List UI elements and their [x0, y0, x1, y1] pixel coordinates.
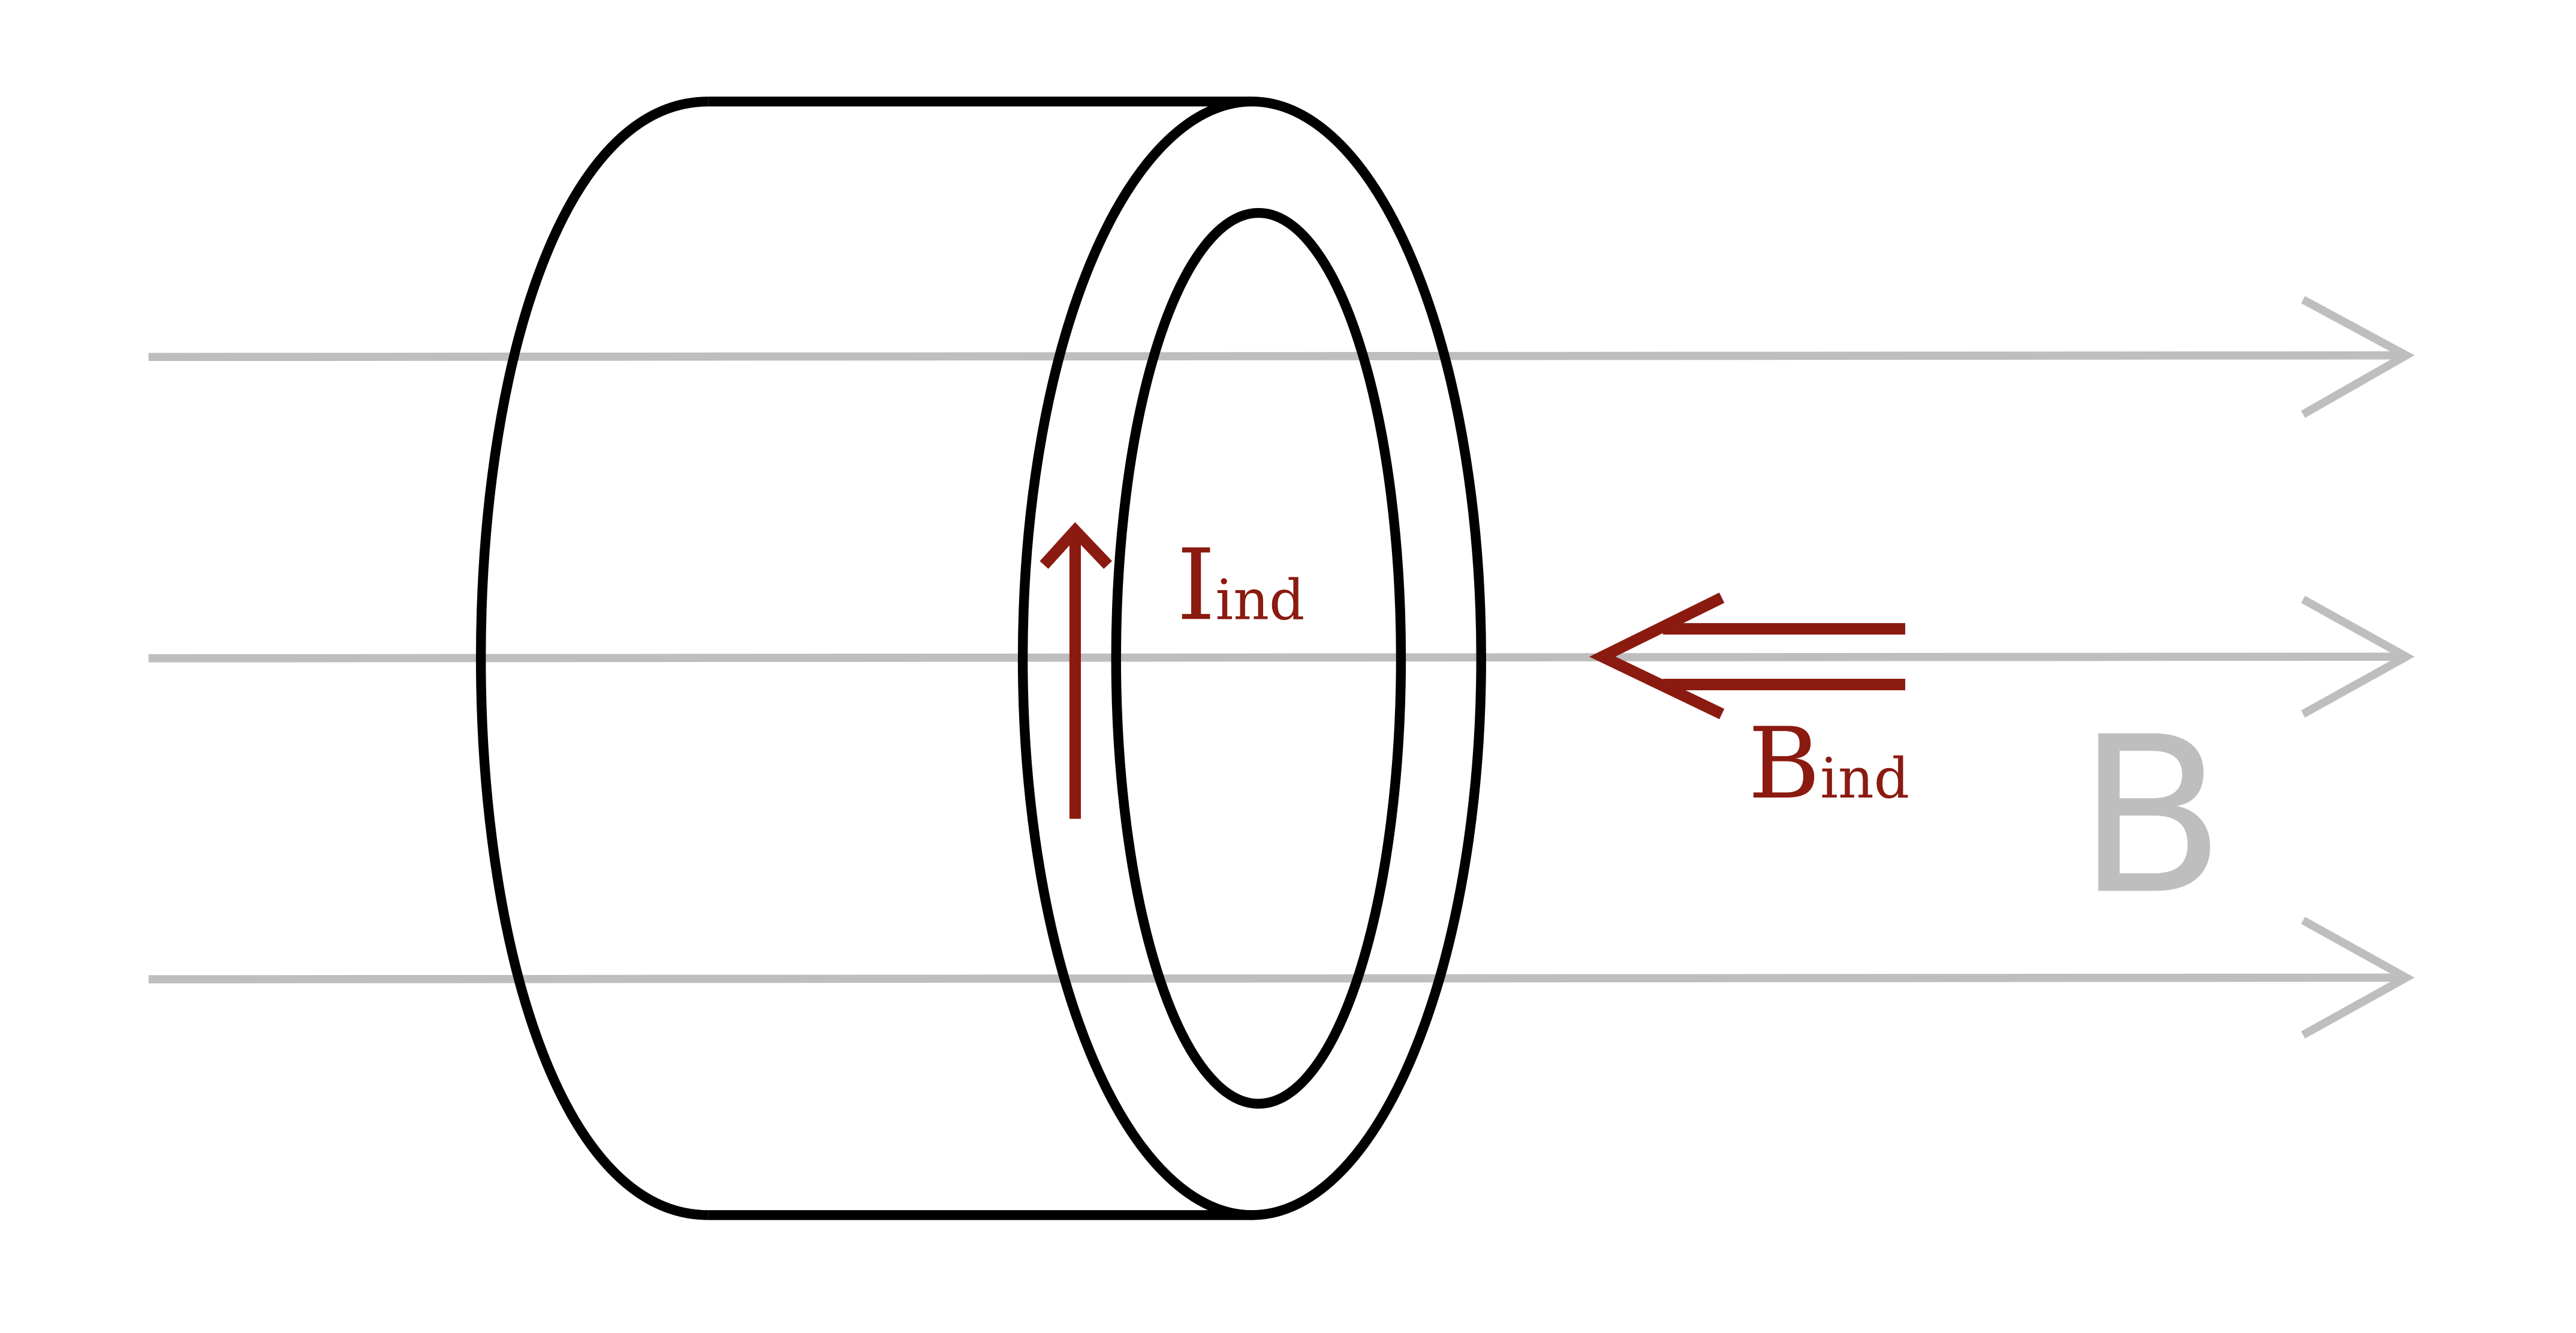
induced-current-arrow: [1040, 522, 1113, 819]
conducting-cylinder: [475, 97, 1486, 1220]
cylinder-front-outer-rim: [1017, 97, 1486, 1220]
field-line-top: [148, 296, 2415, 418]
induced-current-subscript: ind: [1216, 567, 1305, 632]
cylinder-front-inner-rim: [1111, 207, 1406, 1109]
induced-field-subscript: ind: [1820, 746, 1909, 811]
field-line-bottom: [148, 916, 2415, 1039]
cylinder-back-half-ellipse: [475, 97, 709, 1220]
induced-field-arrow: [1589, 592, 1906, 720]
external-field-label: B: [2077, 691, 2225, 943]
induced-current-label: Iind: [1177, 528, 1305, 642]
induced-field-main: B: [1748, 706, 1820, 821]
external-field-lines: [148, 296, 2415, 1039]
induced-field-label: Bind: [1748, 706, 1909, 821]
field-line-middle: [148, 595, 2415, 718]
induced-current-main: I: [1177, 528, 1216, 642]
